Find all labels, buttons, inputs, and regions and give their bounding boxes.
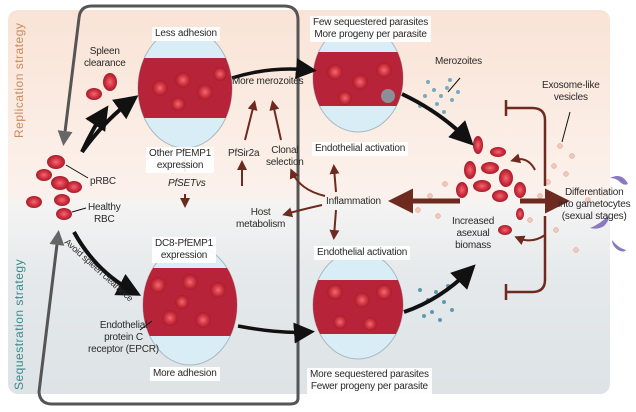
arrow-loop-top bbox=[510, 153, 536, 171]
replication-panel bbox=[8, 10, 610, 200]
healthy-rbc-label: Healthy RBC bbox=[88, 202, 121, 225]
pointer-merozoites bbox=[447, 77, 461, 93]
more-merozoites-label: More merozoites bbox=[232, 76, 304, 87]
arrow-v4-biomass bbox=[403, 264, 476, 314]
endothelial-activation-bottom-label: Endothelial activation bbox=[314, 246, 411, 260]
pfsetvs-label: PfSETvs bbox=[168, 178, 206, 189]
replication-strategy-label: Replication strategy bbox=[12, 22, 26, 138]
pointer-exosome bbox=[561, 111, 571, 143]
pfsir2a-label: PfSir2a bbox=[228, 148, 260, 159]
clonal-selection-label: Clonal selection bbox=[266, 145, 304, 168]
arrow-loop-bottom bbox=[514, 234, 546, 245]
host-metabolism-label: Host metabolism bbox=[236, 207, 286, 230]
arrow-v3-v4 bbox=[237, 322, 315, 344]
arrow-avoid-spleen bbox=[72, 231, 142, 296]
asexual-biomass-cluster bbox=[456, 136, 526, 235]
differentiation-label: Differentiation into gametocytes (sexual… bbox=[558, 187, 631, 222]
inhibit-exosome-bottom bbox=[504, 216, 547, 300]
vessel-more-sequestered bbox=[312, 250, 404, 360]
inflammation-label: Inflammation bbox=[326, 196, 381, 207]
epcr-label: Endothelial protein C receptor (EPCR) bbox=[88, 320, 159, 355]
endothelial-activation-top-label: Endothelial activation bbox=[312, 142, 409, 156]
more-sequestered-label: More sequestered parasites Fewer progeny… bbox=[307, 368, 432, 394]
vessel-more-adhesion bbox=[142, 244, 238, 366]
arrow-infl-endo-bottom bbox=[329, 209, 340, 240]
vessel-few-sequestered bbox=[312, 23, 404, 133]
pointer-healthy bbox=[71, 207, 87, 213]
pointer-epcr bbox=[139, 320, 153, 331]
sequestration-strategy-label: Sequestration strategy bbox=[12, 258, 26, 390]
pointer-prbc bbox=[65, 164, 89, 179]
gametocytes bbox=[590, 176, 628, 252]
arrow-v2-biomass bbox=[401, 92, 474, 146]
rbc-cluster-left bbox=[26, 155, 82, 220]
merozoites-label: Merozoites bbox=[435, 56, 482, 67]
prbc-label: pRBC bbox=[90, 176, 116, 187]
inhibit-exosome-top bbox=[504, 100, 547, 186]
cycle-frame-bottom bbox=[37, 230, 300, 406]
rbc-spleen bbox=[86, 73, 117, 100]
arrow-to-vessel1 bbox=[80, 95, 139, 154]
exosome-label: Exosome-like vesicles bbox=[542, 80, 600, 103]
dc8-pfemp1-label: DC8-PfEMP1 expression bbox=[152, 237, 217, 263]
cycle-frame bbox=[57, 4, 300, 398]
arrow-pfsir2a bbox=[244, 100, 258, 141]
exosome-vesicles bbox=[415, 143, 591, 253]
arrow-clonal bbox=[269, 100, 282, 141]
arrow-infl-host bbox=[282, 204, 323, 218]
other-pfemp1-label: Other PfEMP1 expression bbox=[146, 147, 215, 173]
merozoite-cloud-top bbox=[418, 78, 460, 114]
spleen-clearance-label: Spleen clearance bbox=[84, 46, 126, 69]
few-sequestered-label: Few sequestered parasites More progeny p… bbox=[310, 16, 432, 42]
arrow-infl-endo-top bbox=[329, 164, 340, 193]
vessel-less-adhesion bbox=[137, 27, 233, 149]
arrow-v1-v2 bbox=[231, 58, 317, 80]
less-adhesion-label: Less adhesion bbox=[152, 27, 220, 41]
arrow-infl-clonal bbox=[289, 168, 326, 197]
increased-biomass-label: Increased asexual biomass bbox=[452, 216, 495, 251]
more-adhesion-label: More adhesion bbox=[150, 367, 220, 381]
